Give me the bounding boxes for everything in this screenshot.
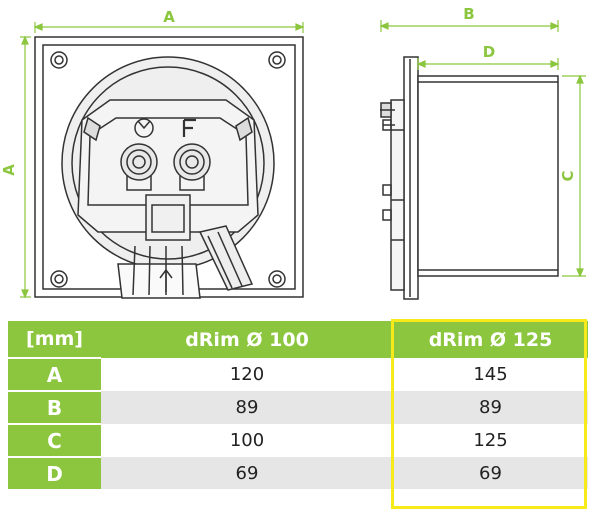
dimension-table: [mm] dRim Ø 100 dRim Ø 125 A 120 145 B 8… [8,321,588,489]
terminal-left [120,143,158,191]
table-header-row: [mm] dRim Ø 100 dRim Ø 125 [8,321,588,358]
corner-screw [50,51,68,69]
f-symbol [182,118,196,137]
corner-screw [268,270,286,288]
corner-screw [268,51,286,69]
technical-drawing: A A B D C [0,5,586,300]
cell-drim-100: 100 [101,424,393,457]
row-label: C [8,423,101,457]
front-plate [403,56,419,300]
dimension-label-a-top: A [163,8,175,26]
row-label: D [8,456,101,489]
dimension-c [562,74,586,278]
table-row: A 120 145 [8,357,588,391]
cell-drim-100: 120 [101,358,393,391]
table-row: C 100 125 [8,423,588,457]
corner-screw [50,270,68,288]
header-drim-100: dRim Ø 100 [101,321,393,358]
header-unit: [mm] [8,321,101,358]
dimension-a-top [33,22,305,33]
cell-drim-125: 145 [393,358,588,391]
cell-drim-125: 69 [393,457,588,489]
dimension-label-b: B [463,5,474,23]
header-drim-125: dRim Ø 125 [393,321,588,358]
dimension-label-d: D [483,43,495,61]
row-label: B [8,390,101,424]
terminal-right [173,143,211,191]
cell-drim-125: 89 [393,391,588,424]
dimension-label-a-left: A [0,164,18,176]
cell-drim-100: 69 [101,457,393,489]
cable [117,263,201,299]
table-row: B 89 89 [8,390,588,424]
front-view [34,36,304,299]
dimension-a-left [20,35,31,299]
motor-mount [77,99,259,233]
table-row: D 69 69 [8,456,588,489]
dimension-b [379,20,560,32]
dimension-d [416,58,560,70]
cell-drim-125: 125 [393,424,588,457]
fan-body [417,75,559,277]
row-label: A [8,357,101,391]
cell-drim-100: 89 [101,391,393,424]
timer-symbol [134,118,154,138]
dimension-label-c: C [559,170,577,181]
side-view [380,56,559,300]
cable-clamp [145,194,191,241]
